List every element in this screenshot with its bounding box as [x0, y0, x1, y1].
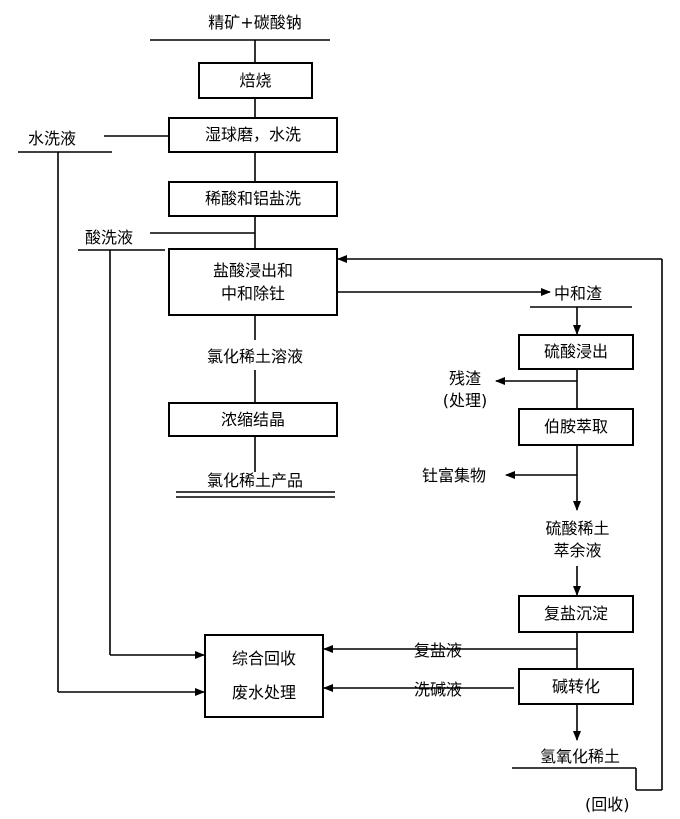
wet-milling-text: 湿球磨，水洗 [204, 125, 301, 145]
crystallization-text: 浓缩结晶 [220, 409, 285, 429]
hcl-leach-text-line1: 盐酸浸出和 [212, 260, 293, 280]
wet-milling-box: 湿球磨，水洗 [168, 117, 338, 153]
dilute-acid-wash-box: 稀酸和铝盐洗 [168, 181, 338, 217]
acid-wash-liquor-label: 酸洗液 [85, 228, 134, 247]
residue-label: 残渣 (处理) [430, 368, 500, 411]
alkali-conversion-box: 碱转化 [518, 668, 634, 705]
amine-extraction-box: 伯胺萃取 [518, 408, 634, 446]
sulfuric-leach-text: 硫酸浸出 [543, 342, 608, 362]
rare-earth-chloride-product-label: 氯化稀土产品 [206, 471, 303, 490]
neutralization-residue-label: 中和渣 [554, 284, 603, 303]
double-salt-liquor-label: 复盐液 [414, 641, 463, 660]
double-salt-precip-text: 复盐沉淀 [543, 604, 608, 624]
sulfuric-leach-box: 硫酸浸出 [518, 334, 634, 370]
residue-label-line1: 残渣 [448, 369, 481, 388]
raffinate-label-line2: 萃余液 [553, 540, 602, 560]
double-salt-precip-box: 复盐沉淀 [518, 595, 634, 633]
raffinate-label-line1: 硫酸稀土 [545, 519, 610, 538]
hcl-leach-text-line2: 中和除钍 [220, 284, 285, 303]
alkali-conversion-text: 碱转化 [551, 676, 600, 696]
rare-earth-hydroxide-label: 氢氧化稀土 [539, 747, 620, 766]
hcl-leach-box: 盐酸浸出和 中和除钍 [168, 248, 338, 316]
water-wash-liquor-label: 水洗液 [28, 129, 77, 148]
recycle-label: (回收) [585, 795, 630, 814]
roasting-box: 焙烧 [198, 62, 313, 99]
roasting-text: 焙烧 [239, 70, 272, 90]
recovery-box: 综合回收 废水处理 [204, 634, 324, 718]
amine-extraction-text: 伯胺萃取 [543, 417, 608, 437]
recovery-text-line1: 综合回收 [231, 649, 296, 669]
dilute-acid-wash-text: 稀酸和铝盐洗 [204, 189, 301, 209]
residue-label-line2: (处理) [442, 390, 488, 410]
alkali-wash-liquor-label: 洗碱液 [414, 680, 463, 699]
crystallization-box: 浓缩结晶 [168, 402, 338, 437]
input-label: 精矿+碳酸钠 [208, 13, 302, 32]
rare-earth-chloride-solution-label: 氯化稀土溶液 [206, 347, 303, 366]
recovery-text-line2: 废水处理 [231, 683, 296, 702]
thorium-concentrate-label: 钍富集物 [422, 466, 487, 485]
raffinate-label: 硫酸稀土 萃余液 [530, 518, 625, 561]
